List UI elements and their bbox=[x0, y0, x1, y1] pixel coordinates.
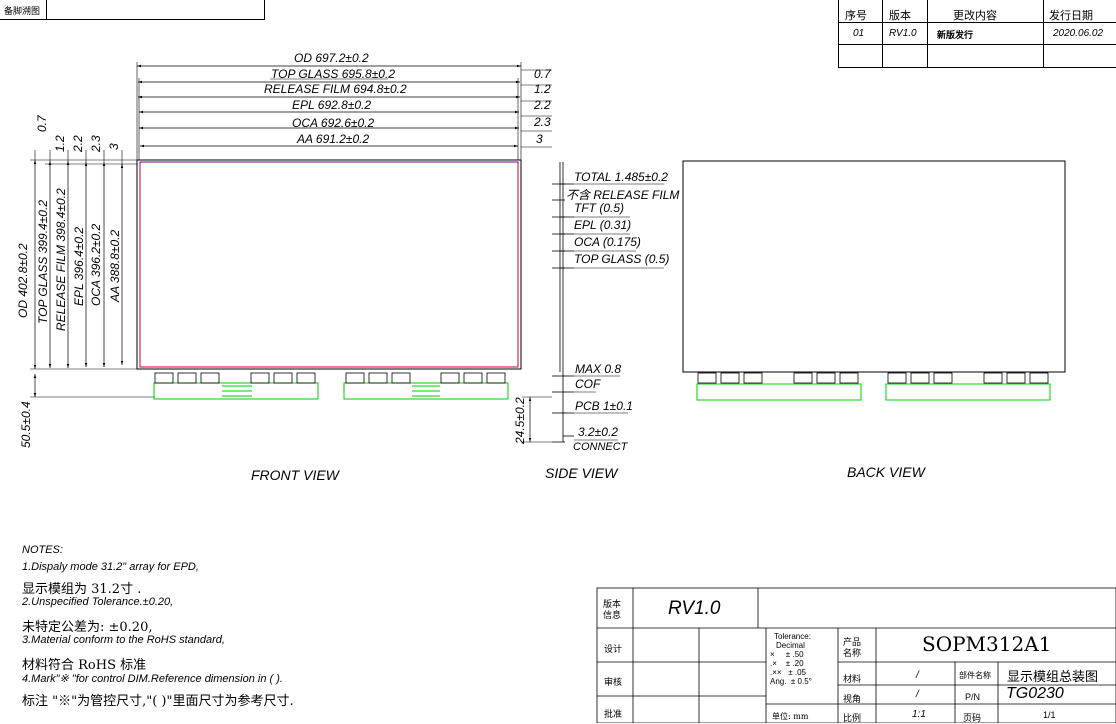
tb-review: 审核 bbox=[604, 678, 623, 688]
drawing-ref-box: 备脚溯图 bbox=[0, 0, 265, 20]
side-max: MAX 0.8 bbox=[575, 362, 622, 376]
height-dim-top-glass: TOP GLASS 399.4±0.2 bbox=[36, 200, 50, 324]
right-offset-2: 2.2 bbox=[534, 98, 551, 112]
width-dim-oca: OCA 692.6±0.2 bbox=[292, 116, 375, 130]
tb-pn: TG0230 bbox=[1006, 685, 1064, 702]
notes-title: NOTES: bbox=[22, 544, 63, 556]
height-dim-epl: EPL 396.4±0.2 bbox=[72, 226, 86, 306]
note-line-6: 材料符合 RoHS 标准 bbox=[22, 658, 147, 673]
tb-design: 设计 bbox=[604, 645, 623, 655]
tb-tolerance-3: .× ± .20 bbox=[770, 659, 804, 668]
front-panel-outline bbox=[136, 159, 522, 370]
notes-block: NOTES: 1.Dispaly mode 31.2" array for EP… bbox=[22, 544, 582, 709]
tb-tolerance: Tolerance: Decimal × ± .50 .× ± .20 .×× … bbox=[770, 632, 812, 686]
left-offset-1: 1.2 bbox=[53, 135, 67, 152]
note-line-3: 2.Unspecified Tolerance.±0.20, bbox=[22, 596, 174, 608]
tb-part-label: 部件名称 bbox=[959, 671, 991, 680]
tb-material: / bbox=[916, 670, 919, 681]
right-offset-4: 3 bbox=[536, 132, 543, 146]
height-dim-aa: AA 388.8±0.2 bbox=[108, 229, 122, 302]
tb-pn-label: P/N bbox=[965, 692, 981, 702]
tb-product: SOPM312A1 bbox=[922, 632, 1052, 656]
tb-part: 显示模组总装图 bbox=[1007, 670, 1099, 685]
right-offset-0: 0.7 bbox=[534, 67, 551, 81]
front-pcb-right bbox=[343, 382, 509, 400]
front-panel-aa bbox=[139, 161, 519, 368]
note-line-7: 4.Mark"※ "for control DIM.Reference dime… bbox=[22, 673, 283, 685]
rev-date: 2020.06.02 bbox=[1053, 28, 1104, 39]
revision-table: 序号 版本 更改内容 发行日期 01 RV1.0 新版发行 2020.06.02 bbox=[838, 0, 1116, 68]
tb-tolerance-4: .×× ± .05 bbox=[770, 668, 806, 677]
tb-tolerance-1: Decimal bbox=[776, 641, 805, 650]
rev-change: 新版发行 bbox=[937, 31, 974, 41]
side-connect-dim: 3.2±0.2 bbox=[578, 425, 618, 439]
width-dim-aa: AA 691.2±0.2 bbox=[297, 132, 370, 146]
tb-tolerance-5: Ang. ± 0.5° bbox=[770, 677, 812, 686]
side-pcb: PCB 1±0.1 bbox=[575, 399, 633, 413]
back-pcb bbox=[696, 383, 1051, 401]
tb-scale: 1:1 bbox=[912, 709, 926, 720]
note-line-4: 未特定公差为: ±0.20, bbox=[22, 620, 153, 635]
front-cof-row bbox=[154, 372, 506, 384]
tb-tolerance-0: Tolerance: bbox=[774, 632, 811, 641]
left-offset-3: 2.3 bbox=[89, 135, 103, 152]
tb-tolerance-2: × ± .50 bbox=[770, 650, 804, 659]
tb-material-label: 材料 bbox=[843, 675, 862, 685]
rev-header-seq: 序号 bbox=[845, 9, 867, 22]
note-line-5: 3.Material conform to the RoHS standard, bbox=[22, 634, 225, 646]
title-block-frame bbox=[596, 587, 1116, 723]
drawing-ref-cell bbox=[0, 0, 47, 19]
front-pcb-left bbox=[153, 382, 319, 400]
tb-page: 1/1 bbox=[1043, 710, 1056, 720]
rev-header-version: 版本 bbox=[889, 9, 911, 22]
tb-product-label: 产品名称 bbox=[843, 638, 862, 659]
left-offset-0: 0.7 bbox=[35, 115, 49, 132]
left-offset-4: 3 bbox=[107, 143, 121, 150]
drawing-ref-text: 备脚溯图 bbox=[4, 6, 41, 16]
side-view-label: SIDE VIEW bbox=[545, 465, 618, 481]
width-dim-od: OD 697.2±0.2 bbox=[294, 51, 369, 65]
width-dim-epl: EPL 692.8±0.2 bbox=[292, 98, 372, 112]
side-connect: CONNECT bbox=[573, 441, 628, 453]
rev-header-change: 更改内容 bbox=[953, 9, 997, 22]
side-top-glass: TOP GLASS (0.5) bbox=[574, 252, 670, 266]
width-dim-top-glass: TOP GLASS 695.8±0.2 bbox=[271, 67, 395, 81]
side-epl: EPL (0.31) bbox=[574, 218, 632, 232]
height-dim-oca: OCA 396.2±0.2 bbox=[89, 223, 103, 306]
note-line-1: 1.Dispaly mode 31.2" array for EPD, bbox=[22, 561, 199, 573]
bottom-dim: 50.5±0.4 bbox=[19, 401, 33, 448]
side-oca: OCA (0.175) bbox=[574, 235, 641, 249]
rev-version: RV1.0 bbox=[889, 28, 917, 39]
back-cof-row bbox=[697, 372, 1049, 384]
rev-header-date: 发行日期 bbox=[1049, 9, 1093, 22]
right-offset-1: 1.2 bbox=[534, 82, 551, 96]
height-dim-od: OD 402.8±0.2 bbox=[16, 243, 30, 318]
side-no-release: 不含 RELEASE FILM bbox=[566, 188, 680, 202]
back-panel-outline bbox=[682, 160, 1066, 373]
right-offset-3: 2.3 bbox=[534, 115, 551, 129]
tb-version: RV1.0 bbox=[668, 598, 721, 619]
side-left-dim: 24.5±0.2 bbox=[513, 397, 527, 444]
front-view-label: FRONT VIEW bbox=[251, 467, 339, 483]
back-view-label: BACK VIEW bbox=[847, 464, 925, 480]
tb-unit: 单位: mm bbox=[772, 712, 809, 721]
tb-page-label: 页码 bbox=[963, 714, 982, 724]
tb-version-label: 版本信息 bbox=[603, 600, 622, 621]
tb-approve: 批准 bbox=[604, 710, 623, 720]
tb-view: / bbox=[916, 689, 919, 700]
side-total: TOTAL 1.485±0.2 bbox=[574, 170, 668, 184]
rev-seq: 01 bbox=[853, 28, 865, 39]
tb-view-label: 视角 bbox=[843, 695, 862, 705]
side-tft: TFT (0.5) bbox=[574, 201, 624, 215]
note-line-8: 标注 "※"为管控尺寸,"( )"里面尺寸为参考尺寸. bbox=[22, 694, 294, 709]
height-dim-release-film: RELEASE FILM 398.4±0.2 bbox=[54, 188, 68, 331]
tb-scale-label: 比例 bbox=[843, 714, 862, 724]
width-dim-release-film: RELEASE FILM 694.8±0.2 bbox=[264, 82, 407, 96]
note-line-2: 显示模组为 31.2寸 . bbox=[22, 582, 142, 597]
left-offset-2: 2.2 bbox=[71, 135, 85, 152]
side-cof: COF bbox=[575, 377, 601, 391]
